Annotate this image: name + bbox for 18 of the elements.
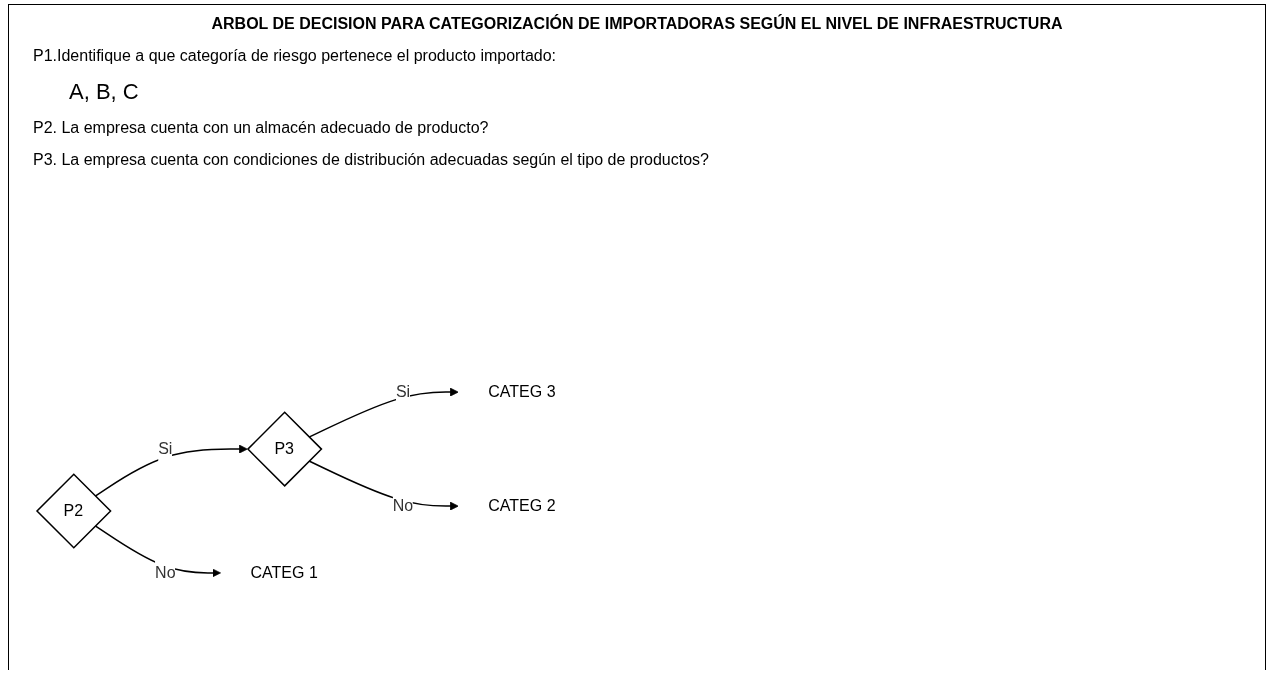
edge-label: No <box>155 563 176 581</box>
node-diamond: P3 <box>246 411 323 487</box>
node-text: CATEG 3 <box>488 383 556 401</box>
arrow <box>94 444 248 497</box>
node-text: CATEG 2 <box>488 497 556 515</box>
edge-label: No <box>392 497 414 515</box>
question-text: P1.Identifique a que categoría de riesgo pertenece el producto importado: <box>33 47 557 65</box>
arrow <box>308 460 459 511</box>
node-text: CATEG 1 <box>250 563 318 581</box>
arrow <box>94 525 221 578</box>
category-list: A, B, C <box>69 79 1265 105</box>
edge-label: Si <box>395 383 411 401</box>
edge-label: Si <box>158 440 173 458</box>
arrow <box>308 387 459 438</box>
question-text: P3. La empresa cuenta con condiciones de distribución adecuadas según el tipo de productos? <box>33 151 710 169</box>
node-diamond: P2 <box>35 473 112 549</box>
diagram-title: ARBOL DE DECISION PARA CATEGORIZACIÓN DE IMPORTADORAS SEGÚN EL NIVEL DE INFRAESTRUCTURA <box>210 15 1064 33</box>
question-text: P2. La empresa cuenta con un almacén adecuado de producto? <box>33 119 490 137</box>
